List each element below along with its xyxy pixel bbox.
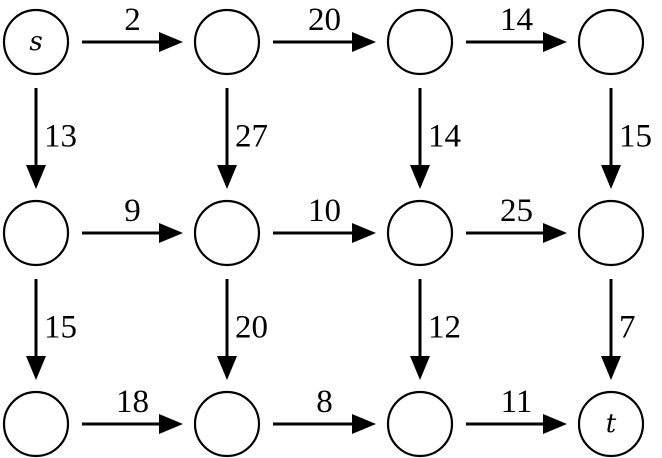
node-n00: s bbox=[2, 8, 70, 76]
edge-weight-label: 11 bbox=[501, 384, 533, 420]
node-circle bbox=[193, 8, 261, 76]
arrow-head bbox=[26, 165, 46, 189]
arrow-head bbox=[352, 223, 376, 243]
arrow-head bbox=[543, 414, 567, 434]
arrow-head bbox=[352, 32, 376, 52]
edge-weight-label: 9 bbox=[124, 193, 141, 229]
arrow-head bbox=[601, 165, 621, 189]
edge-n13-n23: 7 bbox=[601, 279, 636, 380]
node-n02 bbox=[386, 8, 454, 76]
node-n23: t bbox=[577, 390, 645, 458]
nodes: st bbox=[2, 8, 645, 458]
edge-weight-label: 13 bbox=[44, 119, 77, 155]
edges: 2 20 14 9 10 25 18 8 11 13 27 14 15 15 20 12 7 bbox=[26, 2, 652, 434]
edge-weight-label: 14 bbox=[500, 2, 533, 38]
edge-n21-n22: 8 bbox=[273, 384, 376, 434]
edge-weight-label: 25 bbox=[500, 193, 533, 229]
arrow-head bbox=[410, 356, 430, 380]
node-n10 bbox=[2, 199, 70, 267]
edge-n02-n03: 14 bbox=[466, 2, 567, 52]
node-n22 bbox=[386, 390, 454, 458]
edge-n20-n21: 18 bbox=[82, 384, 183, 434]
edge-weight-label: 2 bbox=[124, 2, 141, 38]
node-circle bbox=[193, 199, 261, 267]
edge-n01-n02: 20 bbox=[273, 2, 376, 52]
node-circle bbox=[577, 390, 645, 458]
edge-n00-n10: 13 bbox=[26, 88, 77, 189]
arrow-head bbox=[352, 414, 376, 434]
arrow-head bbox=[543, 223, 567, 243]
edge-n02-n12: 14 bbox=[410, 88, 461, 189]
edge-weight-label: 8 bbox=[316, 384, 333, 420]
edge-weight-label: 7 bbox=[619, 310, 636, 346]
edge-weight-label: 12 bbox=[428, 310, 461, 346]
node-n20 bbox=[2, 390, 70, 458]
node-label: s bbox=[29, 27, 42, 57]
node-circle bbox=[386, 8, 454, 76]
arrow-head bbox=[159, 223, 183, 243]
node-n13 bbox=[577, 199, 645, 267]
edge-weight-label: 20 bbox=[235, 310, 268, 346]
edge-n12-n22: 12 bbox=[410, 279, 461, 380]
arrow-head bbox=[410, 165, 430, 189]
node-circle bbox=[2, 390, 70, 458]
edge-n10-n11: 9 bbox=[82, 193, 183, 243]
node-circle bbox=[577, 8, 645, 76]
node-circle bbox=[577, 199, 645, 267]
node-circle bbox=[2, 8, 70, 76]
edge-n10-n20: 15 bbox=[26, 279, 77, 380]
arrow-head bbox=[217, 165, 237, 189]
edge-weight-label: 15 bbox=[44, 310, 77, 346]
node-n11 bbox=[193, 199, 261, 267]
node-circle bbox=[2, 199, 70, 267]
node-circle bbox=[386, 199, 454, 267]
arrow-head bbox=[217, 356, 237, 380]
edge-n22-n23: 11 bbox=[466, 384, 567, 434]
node-circle bbox=[386, 390, 454, 458]
edge-n12-n13: 25 bbox=[466, 193, 567, 243]
edge-weight-label: 20 bbox=[308, 2, 341, 38]
node-n12 bbox=[386, 199, 454, 267]
node-label: t bbox=[606, 409, 617, 439]
arrow-head bbox=[159, 32, 183, 52]
edge-weight-label: 10 bbox=[308, 193, 341, 229]
edge-n11-n21: 20 bbox=[217, 279, 268, 380]
edge-n11-n12: 10 bbox=[273, 193, 376, 243]
node-circle bbox=[193, 390, 261, 458]
edge-weight-label: 14 bbox=[428, 119, 461, 155]
arrow-head bbox=[543, 32, 567, 52]
node-n01 bbox=[193, 8, 261, 76]
edge-n00-n01: 2 bbox=[82, 2, 183, 52]
edge-weight-label: 15 bbox=[619, 119, 652, 155]
arrow-head bbox=[159, 414, 183, 434]
node-n03 bbox=[577, 8, 645, 76]
edge-n01-n11: 27 bbox=[217, 88, 268, 189]
arrow-head bbox=[601, 356, 621, 380]
edge-n03-n13: 15 bbox=[601, 88, 652, 189]
edge-weight-label: 27 bbox=[235, 119, 268, 155]
edge-weight-label: 18 bbox=[116, 384, 149, 420]
node-n21 bbox=[193, 390, 261, 458]
arrow-head bbox=[26, 356, 46, 380]
